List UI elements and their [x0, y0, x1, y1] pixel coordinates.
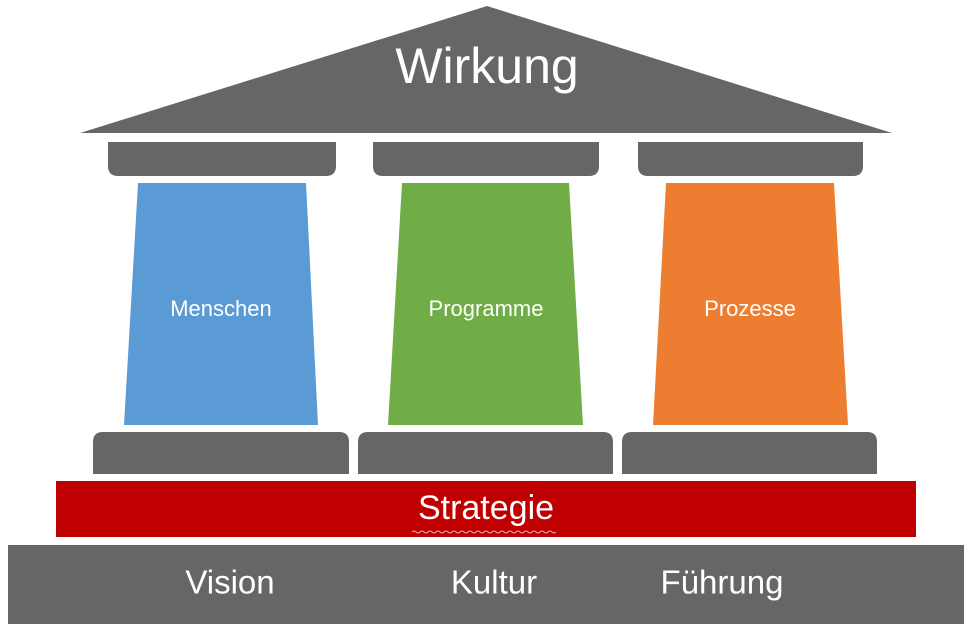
pillar-shaft-3	[653, 183, 848, 425]
spellcheck-underline	[411, 530, 557, 534]
foundation	[8, 545, 964, 624]
roof-label: Wirkung	[395, 38, 578, 94]
pillar-label-3: Prozesse	[704, 296, 796, 321]
strategy-band	[56, 481, 916, 537]
pillar-label-1: Menschen	[170, 296, 272, 321]
pillar-shaft-1	[124, 183, 318, 425]
foundation-item-kultur: Kultur	[451, 564, 537, 601]
pillar-capital-1	[108, 142, 336, 176]
pillar-shaft-2	[388, 183, 583, 425]
pillar-base-1	[93, 432, 349, 474]
strategy-label: Strategie	[418, 489, 554, 527]
pillar-base-3	[622, 432, 877, 474]
foundation-item-vision: Vision	[185, 564, 274, 601]
pillar-capital-2	[373, 142, 599, 176]
pillar-label-2: Programme	[429, 296, 544, 321]
roof	[80, 6, 892, 133]
pillar-capital-3	[638, 142, 863, 176]
foundation-item-fuehrung: Führung	[661, 564, 784, 601]
pillar-base-2	[358, 432, 613, 474]
